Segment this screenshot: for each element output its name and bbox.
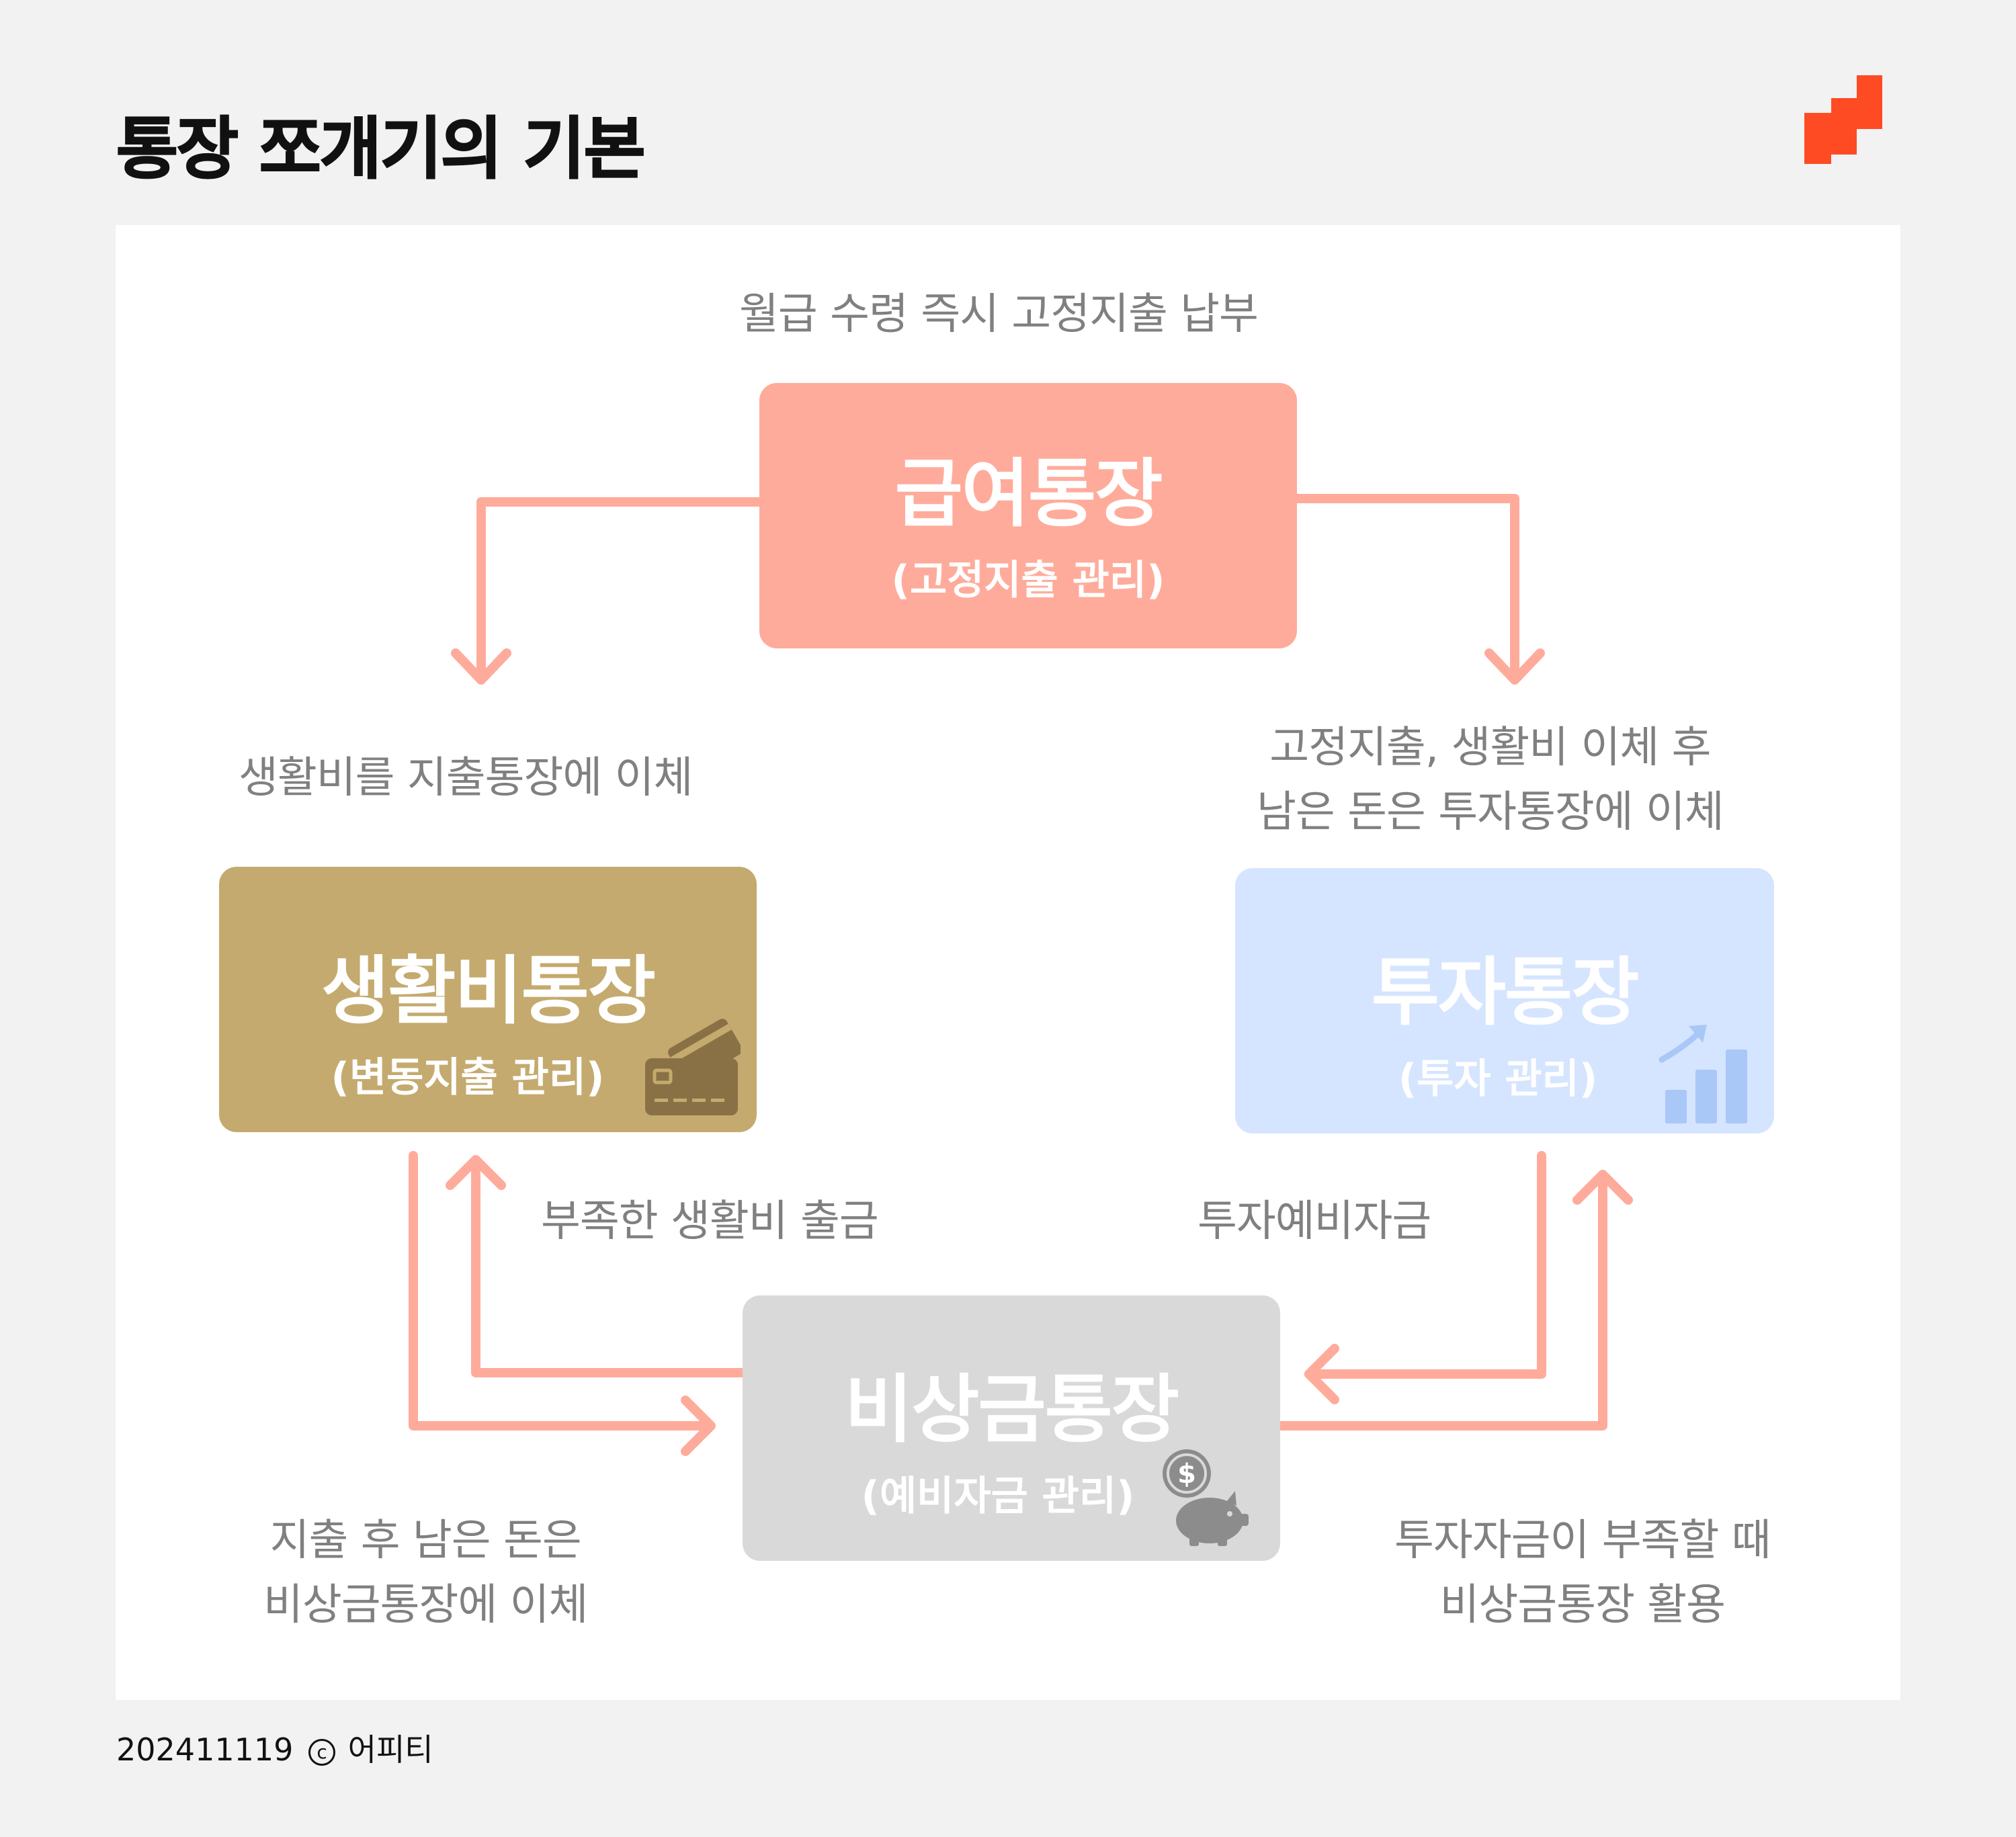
copyright-icon: c (308, 1738, 336, 1766)
brand-logo-icon (1804, 75, 1882, 164)
invest-account-title: 투자통장 (1371, 949, 1640, 1035)
footer-brand: 어피티 (347, 1732, 433, 1768)
arrow-invest-to-emergency (1304, 1151, 1546, 1379)
footer-date: 202411119 (116, 1732, 294, 1768)
label-living-to-emergency-line1: 지출 후 남은 돈은 (269, 1516, 582, 1566)
emergency-account-subtitle: (예비자금 관리) (861, 1473, 1135, 1520)
label-to-invest-line2: 남은 돈은 투자통장에 이체 (1257, 787, 1724, 837)
arrow-emergency-to-living (471, 1156, 747, 1377)
arrow-emergency-to-invest (1275, 1170, 1607, 1430)
invest-account-subtitle: (투자 관리) (1398, 1056, 1598, 1103)
emergency-account-box: 비상금통장 (예비자금 관리) $ (743, 1295, 1280, 1561)
label-living-to-emergency-line2: 비상금통장에 이체 (263, 1580, 588, 1630)
invest-account-box: 투자통장 (투자 관리) (1235, 868, 1774, 1134)
salary-account-subtitle: (고정지출 관리) (891, 557, 1165, 604)
salary-account-title: 급여통장 (894, 451, 1163, 537)
living-account-subtitle: (변동지출 관리) (331, 1054, 605, 1101)
living-account-box: 생활비통장 (변동지출 관리) (219, 867, 757, 1132)
label-to-living: 생활비를 지출통장에 이체 (239, 753, 693, 803)
piggy-bank-icon: $ (1163, 1449, 1249, 1546)
svg-text:$: $ (1177, 1459, 1196, 1490)
living-account-title: 생활비통장 (321, 948, 656, 1034)
label-emergency-to-invest: 투자자금이 부족할 때 비상금통장 활용 (1394, 1508, 1771, 1637)
label-emergency-to-invest-line2: 비상금통장 활용 (1439, 1580, 1726, 1630)
label-to-invest: 고정지출, 생활비 이체 후 남은 돈은 투자통장에 이체 (1257, 716, 1724, 845)
page-title: 통장 쪼개기의 기본 (116, 109, 646, 189)
credit-card-icon (645, 1019, 741, 1115)
label-to-invest-line1: 고정지출, 생활비 이체 후 (1269, 723, 1711, 773)
arrow-salary-to-invest (1292, 494, 1519, 680)
salary-account-box: 급여통장 (고정지출 관리) (759, 383, 1297, 648)
growth-chart-icon (1658, 1025, 1747, 1123)
arrow-salary-to-living (476, 497, 764, 680)
label-emergency-to-living: 부족한 생활비 출금 (541, 1197, 879, 1246)
label-living-to-emergency: 지출 후 남은 돈은 비상금통장에 이체 (263, 1508, 588, 1637)
emergency-account-title: 비상금통장 (845, 1367, 1179, 1453)
label-top-note: 월급 수령 즉시 고정지출 납부 (739, 290, 1259, 339)
arrow-living-to-emergency (409, 1151, 714, 1430)
label-invest-to-emergency: 투자예비자금 (1198, 1197, 1431, 1246)
footer: 202411119 c 어피티 (116, 1725, 433, 1770)
label-emergency-to-invest-line1: 투자자금이 부족할 때 (1394, 1516, 1771, 1566)
